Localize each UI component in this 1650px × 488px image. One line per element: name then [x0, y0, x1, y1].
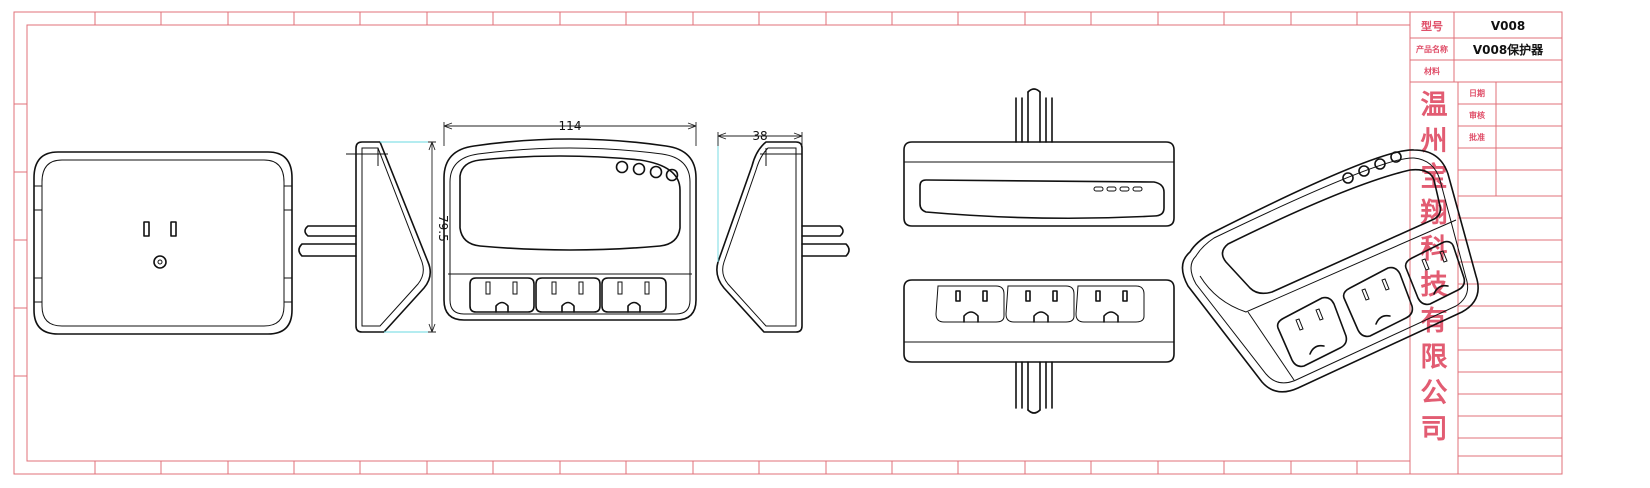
company-char: 翔: [1421, 198, 1448, 229]
title-block: 型号 V008 产品名称 V008保护器 材料 日期 审核 批准 温 州 宝 翔…: [1409, 11, 1563, 475]
indicator-light: [1358, 165, 1370, 177]
indicator-light: [1106, 186, 1117, 192]
isometric-view: [1181, 149, 1479, 393]
indicator-light: [665, 168, 679, 182]
drawing-frame: [13, 11, 1563, 475]
indicator-light: [1342, 172, 1354, 184]
outlet: [535, 277, 601, 313]
indicator-light: [1093, 186, 1104, 192]
indicator-light: [1390, 151, 1402, 163]
company-char: 州: [1421, 126, 1448, 157]
indicator-light: [1119, 186, 1130, 192]
model-label: 型号: [1421, 19, 1443, 33]
plug-slot: [143, 221, 150, 237]
plug-slot: [1122, 290, 1128, 302]
model-value: V008: [1491, 19, 1525, 33]
outlet: [1342, 266, 1414, 338]
outlet: [601, 277, 667, 313]
product-name-value: V008保护器: [1473, 42, 1544, 57]
indicator-light: [1374, 158, 1386, 170]
back-view: [33, 151, 293, 335]
ground-pin: [153, 255, 167, 269]
outlet: [1404, 240, 1466, 306]
indicator-light: [615, 160, 629, 174]
company-char: 有: [1421, 306, 1448, 337]
date-label: 日期: [1469, 88, 1485, 98]
left-side-view: [298, 141, 436, 333]
plug-slot: [170, 221, 177, 237]
plug-slot: [982, 290, 988, 302]
plug-slot: [1095, 290, 1101, 302]
depth-dimension-value: 38: [752, 129, 767, 143]
review-label: 审核: [1469, 110, 1485, 120]
depth-dimension: 38: [717, 129, 803, 146]
plug-slot: [955, 290, 961, 302]
height-dimension-value: 79.5: [436, 215, 450, 242]
indicator-light: [649, 165, 663, 179]
outlet: [469, 277, 535, 313]
plug-slot: [1052, 290, 1058, 302]
company-char: 温: [1421, 90, 1448, 121]
indicator-light: [632, 162, 646, 176]
bottom-view: [903, 279, 1175, 414]
company-char: 公: [1421, 378, 1448, 409]
front-view: [443, 138, 697, 321]
company-char: 限: [1421, 342, 1448, 373]
indicator-light: [1132, 186, 1143, 192]
right-side-view: [716, 136, 850, 333]
outlet: [1276, 296, 1348, 368]
top-view: [903, 88, 1175, 227]
height-dimension: 79.5: [428, 141, 450, 333]
approve-label: 批准: [1469, 132, 1485, 142]
width-dimension-value: 114: [559, 119, 582, 133]
plug-slot: [1025, 290, 1031, 302]
width-dimension: 114: [443, 119, 697, 146]
material-label: 材料: [1424, 66, 1440, 76]
company-char: 宝: [1421, 161, 1448, 193]
company-char: 司: [1421, 414, 1448, 445]
product-name-label: 产品名称: [1416, 44, 1448, 54]
